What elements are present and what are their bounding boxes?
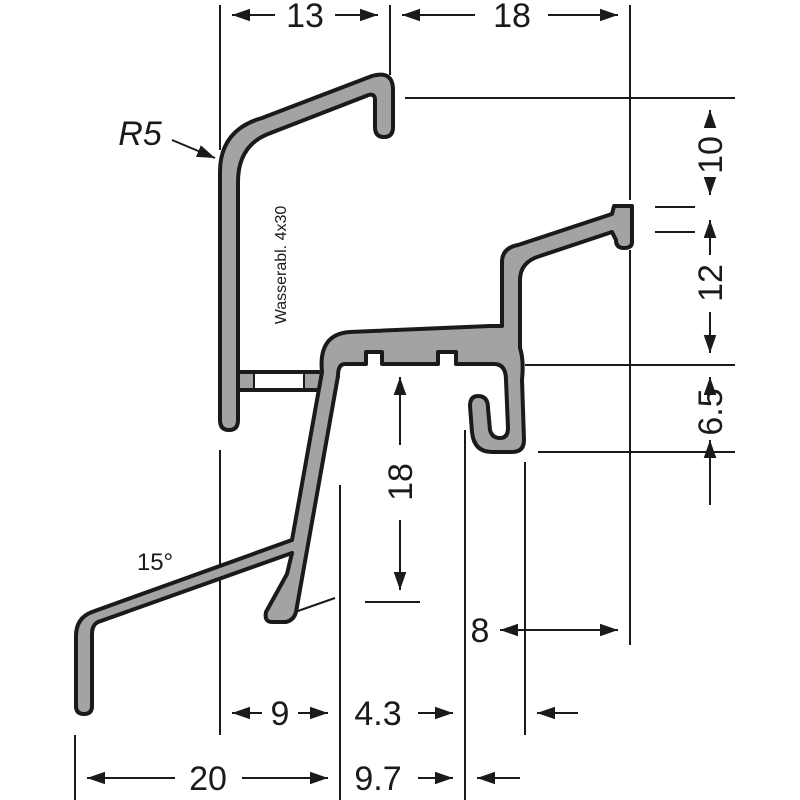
dimension-bottom-a: 9 [271,695,290,733]
drainage-slot [253,372,305,390]
angle-label: 15° [137,549,173,576]
drawing-labels: 13 18 10 12 6.5 18 8 9 4.3 20 9.7 R5 15°… [118,0,730,798]
profile-cross-section [74,72,634,716]
dimension-bottom-c: 20 [189,760,227,798]
left-leg-top-flange [218,72,395,432]
dimension-center-vertical: 18 [382,463,420,501]
extension-lines [74,5,735,800]
radius-label: R5 [118,115,162,153]
dimension-top-right: 18 [493,0,531,35]
dimension-lines [87,8,717,785]
water-drainage-note: Wasserabl. 4x30 [273,206,290,325]
dimension-right-2: 12 [692,264,730,302]
dimension-bottom-b: 4.3 [354,695,401,733]
dimension-right-bottom: 8 [471,612,490,650]
dimension-top-left: 13 [286,0,324,35]
dimension-right-1: 10 [692,136,730,174]
dimension-right-3: 6.5 [692,388,730,435]
main-body [74,204,634,716]
dimension-bottom-d: 9.7 [354,760,401,798]
